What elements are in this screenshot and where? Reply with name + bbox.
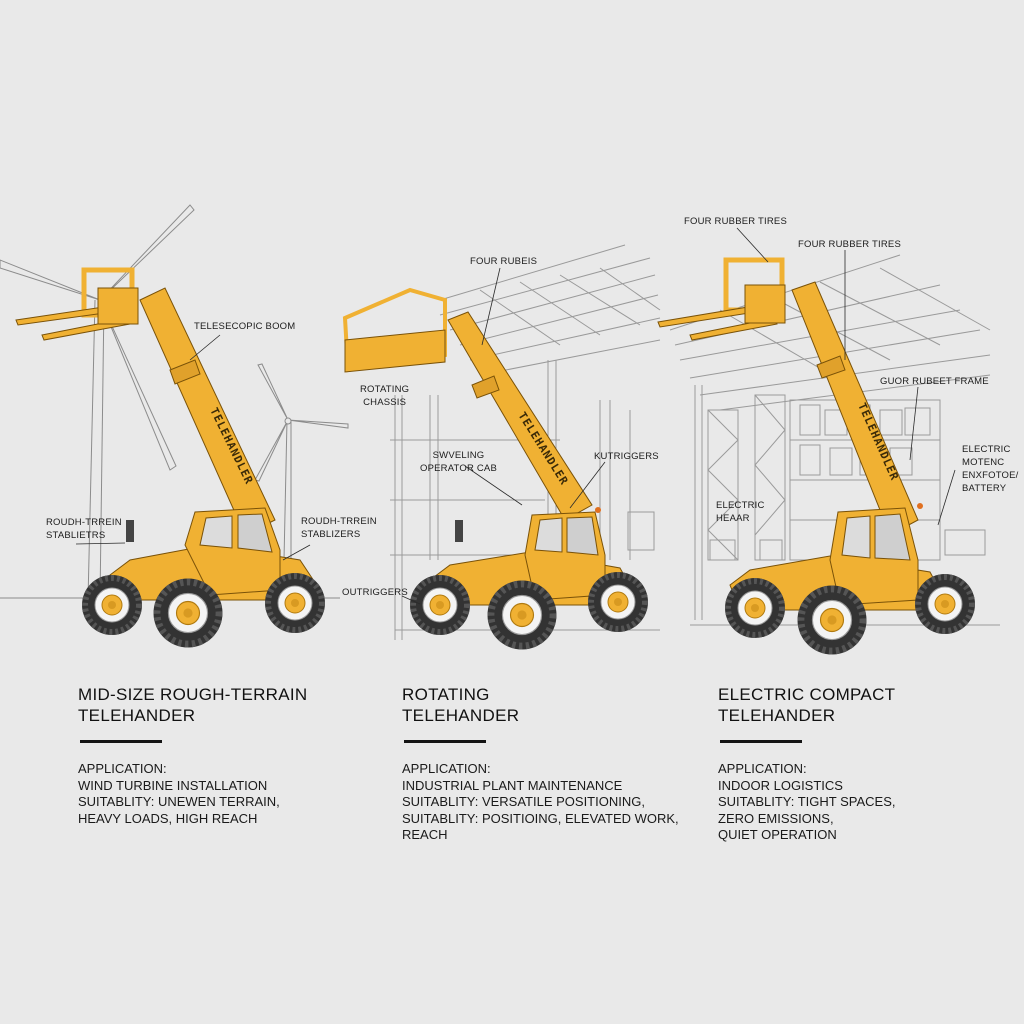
title-line: MID-SIZE ROUGH-TERRAIN [78,685,308,704]
title-line: TELEHANDER [718,706,836,725]
title-line: ELECTRIC COMPACT [718,685,896,704]
illustration-scene: TELEHANDLER [0,204,1000,660]
callout-swiveling-operator-cab: SWVELING OPERATOR CAB [420,449,497,475]
callout-text: ROUDH-TRREIN [301,516,377,527]
callout-rubber-frame: GUOR RUBEET FRAME [880,375,989,388]
spec-line: APPLICATION: [402,761,491,776]
spec-line: SUITABLITY: VERSATILE POSITIONING, [402,794,645,809]
spec-line: SUITABLITY: UNEWEN TERRAIN, [78,794,280,809]
callout-text: FOUR RUBEIS [470,256,538,267]
spec-line: APPLICATION: [718,761,807,776]
panel-rotating: ROTATING TELEHANDER APPLICATION: INDUSTR… [402,684,702,844]
callout-text: CHASSIS [363,397,407,408]
callout-electric-gear: ELECTRIC HEAAR [716,499,765,525]
callout-text: TELESECOPIC BOOM [194,321,296,332]
spec-line: SUITABLITY: TIGHT SPACES, [718,794,896,809]
callout-text: ROUDH-TRREIN [46,517,122,528]
callout-text: MOTENC [962,457,1005,468]
callout-text: KUTRIGGERS [594,451,659,462]
spec-line: INDOOR LOGISTICS [718,777,843,793]
callout-text: STABLIETRS [46,530,106,541]
callout-text: ELECTRIC [716,500,765,511]
callout-text: BATTERY [962,483,1007,494]
callout-four-rubber-tires-2: FOUR RUBBER TIRES [798,238,901,251]
callout-text: GUOR RUBEET FRAME [880,376,989,387]
title-line: TELEHANDER [78,706,196,725]
telehandler-2-illustration [342,287,648,650]
callout-text: FOUR RUBBER TIRES [798,239,901,250]
spec-line: QUIET OPERATION [718,827,837,842]
callout-text: OPERATOR CAB [420,463,498,474]
spec-line: HEAVY LOADS, HIGH REACH [78,810,258,826]
callout-text: STABLIZERS [301,529,361,540]
callout-telescopic-boom: TELESECOPIC BOOM [194,320,295,333]
panel-mid-size-rough-terrain: MID-SIZE ROUGH-TERRAIN TELEHANDER APPLIC… [78,684,378,827]
panel-title: ELECTRIC COMPACT TELEHANDER [718,684,1018,726]
callout-four-rubbers: FOUR RUBEIS [470,255,537,268]
spec-line: WIND TURBINE INSTALLATION [78,777,268,793]
callout-electric-motor-battery: ELECTRIC MOTENC ENXFOTOE/ BATTERY [962,443,1019,495]
spec-list: APPLICATION: INDUSTRIAL PLANT MAINTENANC… [402,761,702,844]
spec-line: APPLICATION: [78,761,167,776]
title-divider [80,740,162,743]
spec-line: INDUSTRIAL PLANT MAINTENANCE [402,777,623,793]
title-divider [720,740,802,743]
callout-rotating-chassis: ROTATING CHASSIS [360,383,409,409]
spec-line: ZERO EMISSIONS, [718,810,834,826]
callout-text: ELECTRIC [962,444,1011,455]
title-divider [404,740,486,743]
callout-four-rubber-tires-1: FOUR RUBBER TIRES [684,215,787,228]
title-line: TELEHANDER [402,706,520,725]
title-line: ROTATING [402,685,490,704]
telehandler-1-illustration [15,267,325,648]
callout-rough-terrain-stabilizers-right: ROUDH-TRREIN STABLIZERS [301,515,377,541]
callout-text: HEAAR [716,513,750,524]
callout-outriggers: OUTRIGGERS [342,586,408,599]
callout-text: ROTATING [360,384,410,395]
spec-line: SUITABLITY: POSITIOING, ELEVATED WORK, [402,810,679,826]
panel-title: ROTATING TELEHANDER [402,684,702,726]
spec-list: APPLICATION: WIND TURBINE INSTALLATION S… [78,761,378,827]
callout-text: OUTRIGGERS [342,587,408,598]
spec-list: APPLICATION: INDOOR LOGISTICS SUITABLITY… [718,761,1018,844]
callout-rough-terrain-stabilizers-left: ROUDH-TRREIN STABLIETRS [46,516,122,542]
telehandler-3-illustration [657,257,975,655]
callout-text: FOUR RUBBER TIRES [684,216,787,227]
callout-text: ENXFOTOE/ [962,470,1019,481]
callout-text: SWVELING [432,450,485,461]
spec-line: REACH [402,827,448,842]
callout-outriggers-2: KUTRIGGERS [594,450,659,463]
callout-leader-lines [75,227,956,605]
panel-title: MID-SIZE ROUGH-TERRAIN TELEHANDER [78,684,378,726]
panel-electric-compact: ELECTRIC COMPACT TELEHANDER APPLICATION:… [718,684,1018,844]
